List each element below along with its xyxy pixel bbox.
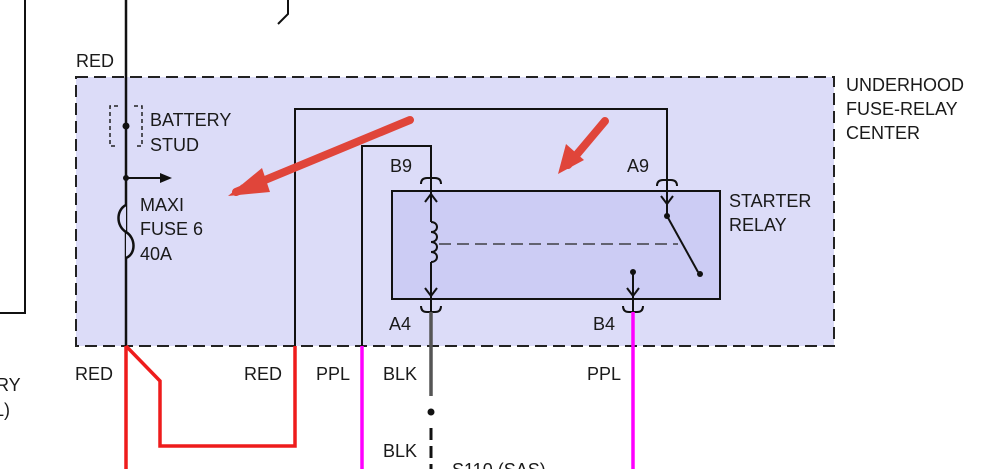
splice-label-cutoff: S110 (SAS)	[452, 460, 546, 469]
relay-label-1: STARTER	[729, 191, 811, 211]
maxi-fuse-symbol	[117, 203, 135, 260]
battery-stud-label-1: BATTERY	[150, 110, 231, 130]
red-wire-return	[124, 344, 297, 448]
wire-label-red-left: RED	[75, 364, 113, 384]
center-label-3: CENTER	[846, 123, 920, 143]
wire-label-blk-upper: BLK	[383, 364, 417, 384]
ppl-loop-wire	[361, 145, 432, 346]
battery-stud-label-2: STUD	[150, 135, 199, 155]
annotation-arrow-1-head	[228, 168, 270, 196]
wire-label-blk-lower: BLK	[383, 441, 417, 461]
left-cutoff-label-1: RY	[0, 375, 21, 395]
junction-dot	[123, 175, 129, 181]
fuse-label-1: MAXI	[140, 195, 184, 215]
wire-label-ppl-right: PPL	[587, 364, 621, 384]
left-component-outline	[0, 0, 26, 314]
battery-stud-bracket	[109, 105, 143, 147]
annotation-arrow-2-head	[558, 144, 584, 174]
wire-label-ppl-left: PPL	[316, 364, 350, 384]
splice-dot	[427, 408, 435, 416]
pin-a4-label: A4	[389, 314, 411, 334]
switch-contact	[697, 271, 703, 277]
output-arrow-head	[160, 173, 172, 183]
relay-label-2: RELAY	[729, 215, 787, 235]
red-loop-wire	[294, 108, 668, 346]
center-label-2: FUSE-RELAY	[846, 99, 958, 119]
coil-arrow-down	[424, 287, 438, 298]
wire-label-red-mid: RED	[244, 364, 282, 384]
center-label-1: UNDERHOOD	[846, 75, 964, 95]
starter-relay-box	[391, 190, 721, 300]
left-cutoff-label-2: L)	[0, 400, 10, 420]
fuse-label-3: 40A	[140, 244, 172, 264]
a9-connector	[656, 179, 678, 187]
pin-b4-label: B4	[593, 314, 615, 334]
b4-arrow-down	[626, 287, 640, 298]
battery-stud-dot	[122, 122, 130, 130]
pin-b9-label: B9	[390, 156, 412, 176]
pin-a9-label: A9	[627, 156, 649, 176]
switch-blade	[666, 215, 699, 273]
relay-coil-icon	[430, 221, 438, 263]
wire-label-red-top: RED	[76, 51, 114, 71]
coil-arrow-up	[424, 192, 438, 203]
top-partial-line	[277, 0, 289, 25]
fuse-label-2: FUSE 6	[140, 219, 203, 239]
